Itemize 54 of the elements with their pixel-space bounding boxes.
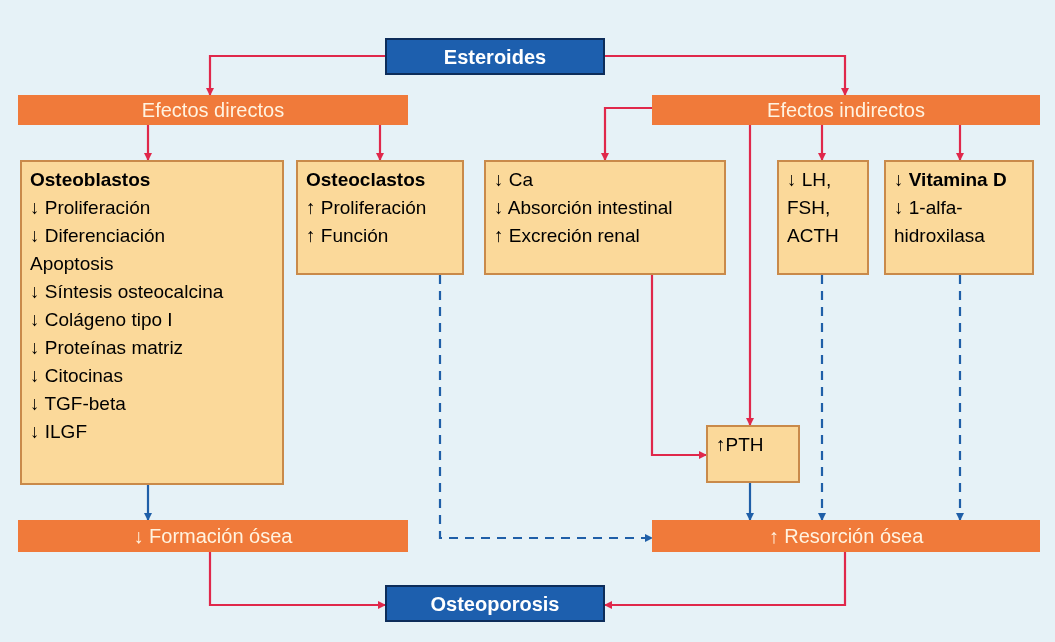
box-label: Efectos directos xyxy=(141,98,285,123)
arrow xyxy=(604,552,847,609)
arrow xyxy=(818,125,826,161)
list-item: ↓ Colágeno tipo I xyxy=(30,308,174,332)
list-item: ↑ Función xyxy=(306,224,390,248)
arrow xyxy=(746,483,754,521)
category-bar xyxy=(18,95,408,125)
effect-box xyxy=(777,160,869,275)
list-item: Apoptosis xyxy=(30,252,115,276)
box-label: Efectos indirectos xyxy=(767,98,925,123)
arrow xyxy=(144,485,152,521)
list-item: ↓ Diferenciación xyxy=(30,224,167,248)
arrow xyxy=(746,125,754,426)
box-label: ↓ Formación ósea xyxy=(133,524,293,549)
list-item: ↓ Proteínas matriz xyxy=(30,336,185,360)
list-item: ↑PTH xyxy=(716,433,765,457)
outcome-bar xyxy=(18,520,408,552)
arrow xyxy=(650,275,707,459)
arrow xyxy=(208,552,386,609)
list-item: ↑ Proliferación xyxy=(306,196,428,220)
list-item: ↓ Ca xyxy=(494,168,535,192)
arrow xyxy=(956,125,964,161)
effect-box xyxy=(706,425,800,483)
effect-box xyxy=(884,160,1034,275)
box-label: Esteroides xyxy=(443,44,547,70)
result-box xyxy=(385,585,605,622)
list-item: ↓ TGF-beta xyxy=(30,392,127,416)
category-bar xyxy=(652,95,1040,125)
effect-box xyxy=(20,160,284,485)
box-heading: Osteoclastos xyxy=(306,168,427,192)
list-item: ↑ Excreción renal xyxy=(494,224,641,248)
arrow xyxy=(438,275,653,542)
list-item: ↓ 1-alfa-hidroxilasa xyxy=(894,196,986,248)
list-item: ↓ Absorción intestinal xyxy=(494,196,674,220)
box-label: Osteoporosis xyxy=(430,591,560,617)
arrow xyxy=(818,275,826,521)
arrow xyxy=(956,275,964,521)
list-item: ↓ LH, FSH, ACTH xyxy=(787,168,840,248)
list-item: ↓ Citocinas xyxy=(30,364,124,388)
arrow xyxy=(376,125,384,161)
list-item: ↓ Proliferación xyxy=(30,196,152,220)
box-heading: ↓ Vitamina D xyxy=(894,168,1008,192)
outcome-bar xyxy=(652,520,1040,552)
arrow xyxy=(601,106,652,161)
effect-box xyxy=(296,160,464,275)
list-item: ↓ ILGF xyxy=(30,420,88,444)
arrow xyxy=(144,125,152,161)
box-label: ↑ Resorción ósea xyxy=(768,524,924,549)
arrow xyxy=(605,54,849,96)
effect-box xyxy=(484,160,726,275)
arrow xyxy=(206,54,385,96)
title-box xyxy=(385,38,605,75)
box-heading: Osteoblastos xyxy=(30,168,152,192)
list-item: ↓ Síntesis osteocalcina xyxy=(30,280,225,304)
